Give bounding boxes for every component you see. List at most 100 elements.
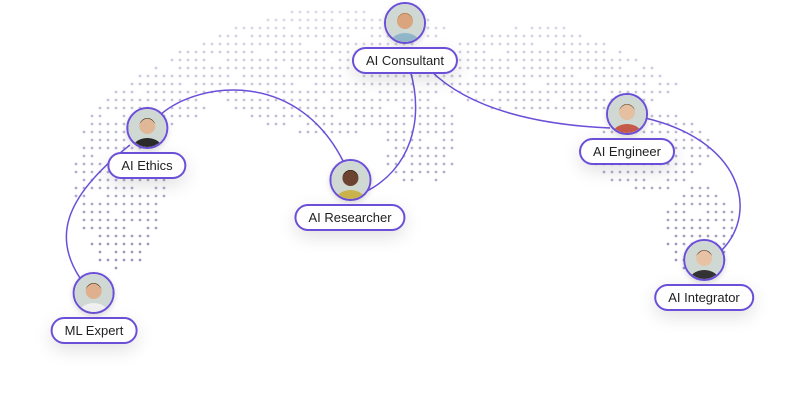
map-dot	[82, 178, 86, 182]
map-dot	[274, 66, 278, 70]
map-dot	[586, 106, 590, 110]
map-dot	[626, 58, 630, 62]
map-dot	[194, 74, 198, 78]
map-dot	[122, 258, 126, 262]
node-ml-expert[interactable]: ML Expert	[50, 272, 138, 344]
map-dot	[274, 34, 278, 38]
map-dot	[314, 74, 318, 78]
map-dot	[194, 58, 198, 62]
map-dot	[386, 90, 390, 94]
map-dot	[418, 98, 422, 102]
map-dot	[226, 58, 230, 62]
map-dot	[218, 34, 222, 38]
map-dot	[394, 170, 398, 174]
map-dot	[642, 130, 646, 134]
map-dot	[314, 58, 318, 62]
map-dot	[610, 66, 614, 70]
map-dot	[594, 98, 598, 102]
map-dot	[410, 162, 414, 166]
map-dot	[490, 74, 494, 78]
map-dot	[178, 106, 182, 110]
map-dot	[642, 90, 646, 94]
node-ai-consultant[interactable]: AI Consultant	[351, 2, 459, 74]
map-dot	[418, 170, 422, 174]
map-dot	[258, 114, 262, 118]
map-dot	[98, 106, 102, 110]
map-dot	[274, 42, 278, 46]
map-dot	[562, 90, 566, 94]
map-dot	[530, 66, 534, 70]
map-dot	[666, 130, 670, 134]
map-dot	[210, 66, 214, 70]
node-ai-ethics[interactable]: AI Ethics	[107, 107, 187, 179]
map-dot	[674, 210, 678, 214]
map-dot	[266, 66, 270, 70]
map-dot	[250, 74, 254, 78]
map-dot	[410, 90, 414, 94]
map-dot	[226, 90, 230, 94]
map-dot	[706, 186, 710, 190]
map-dot	[290, 90, 294, 94]
map-dot	[298, 58, 302, 62]
map-dot	[562, 66, 566, 70]
map-dot	[138, 82, 142, 86]
map-dot	[562, 106, 566, 110]
map-dot	[410, 114, 414, 118]
map-dot	[82, 130, 86, 134]
map-dot	[402, 146, 406, 150]
map-dot	[610, 82, 614, 86]
map-dot	[122, 90, 126, 94]
map-dot	[250, 26, 254, 30]
map-dot	[426, 74, 430, 78]
map-dot	[282, 114, 286, 118]
map-dot	[234, 98, 238, 102]
map-dot	[266, 34, 270, 38]
map-dot	[242, 74, 246, 78]
map-dot	[362, 90, 366, 94]
map-dot	[490, 58, 494, 62]
map-dot	[322, 122, 326, 126]
map-dot	[418, 146, 422, 150]
map-dot	[250, 34, 254, 38]
map-dot	[98, 130, 102, 134]
map-dot	[258, 58, 262, 62]
map-dot	[210, 50, 214, 54]
person-icon	[385, 4, 424, 42]
map-dot	[426, 146, 430, 150]
map-dot	[306, 18, 310, 22]
map-dot	[298, 42, 302, 46]
map-dot	[258, 106, 262, 110]
map-dot	[682, 178, 686, 182]
map-dot	[682, 210, 686, 214]
map-dot	[674, 146, 678, 150]
map-dot	[706, 202, 710, 206]
map-dot	[538, 74, 542, 78]
map-dot	[266, 42, 270, 46]
map-dot	[122, 218, 126, 222]
map-dot	[130, 202, 134, 206]
map-dot	[234, 34, 238, 38]
map-dot	[506, 58, 510, 62]
node-ai-integrator[interactable]: AI Integrator	[654, 239, 754, 311]
map-dot	[658, 186, 662, 190]
map-dot	[402, 106, 406, 110]
map-dot	[666, 90, 670, 94]
map-dot	[98, 146, 102, 150]
map-dot	[130, 258, 134, 262]
map-dot	[98, 210, 102, 214]
node-ai-engineer[interactable]: AI Engineer	[579, 93, 675, 165]
map-dot	[394, 74, 398, 78]
map-dot	[682, 234, 686, 238]
map-dot	[658, 82, 662, 86]
map-dot	[274, 82, 278, 86]
map-dot	[338, 50, 342, 54]
map-dot	[290, 18, 294, 22]
map-dot	[378, 90, 382, 94]
map-dot	[426, 122, 430, 126]
map-dot	[418, 138, 422, 142]
map-dot	[82, 226, 86, 230]
avatar	[682, 239, 725, 281]
map-dot	[258, 74, 262, 78]
map-dot	[634, 82, 638, 86]
node-ai-researcher[interactable]: AI Researcher	[294, 159, 406, 231]
